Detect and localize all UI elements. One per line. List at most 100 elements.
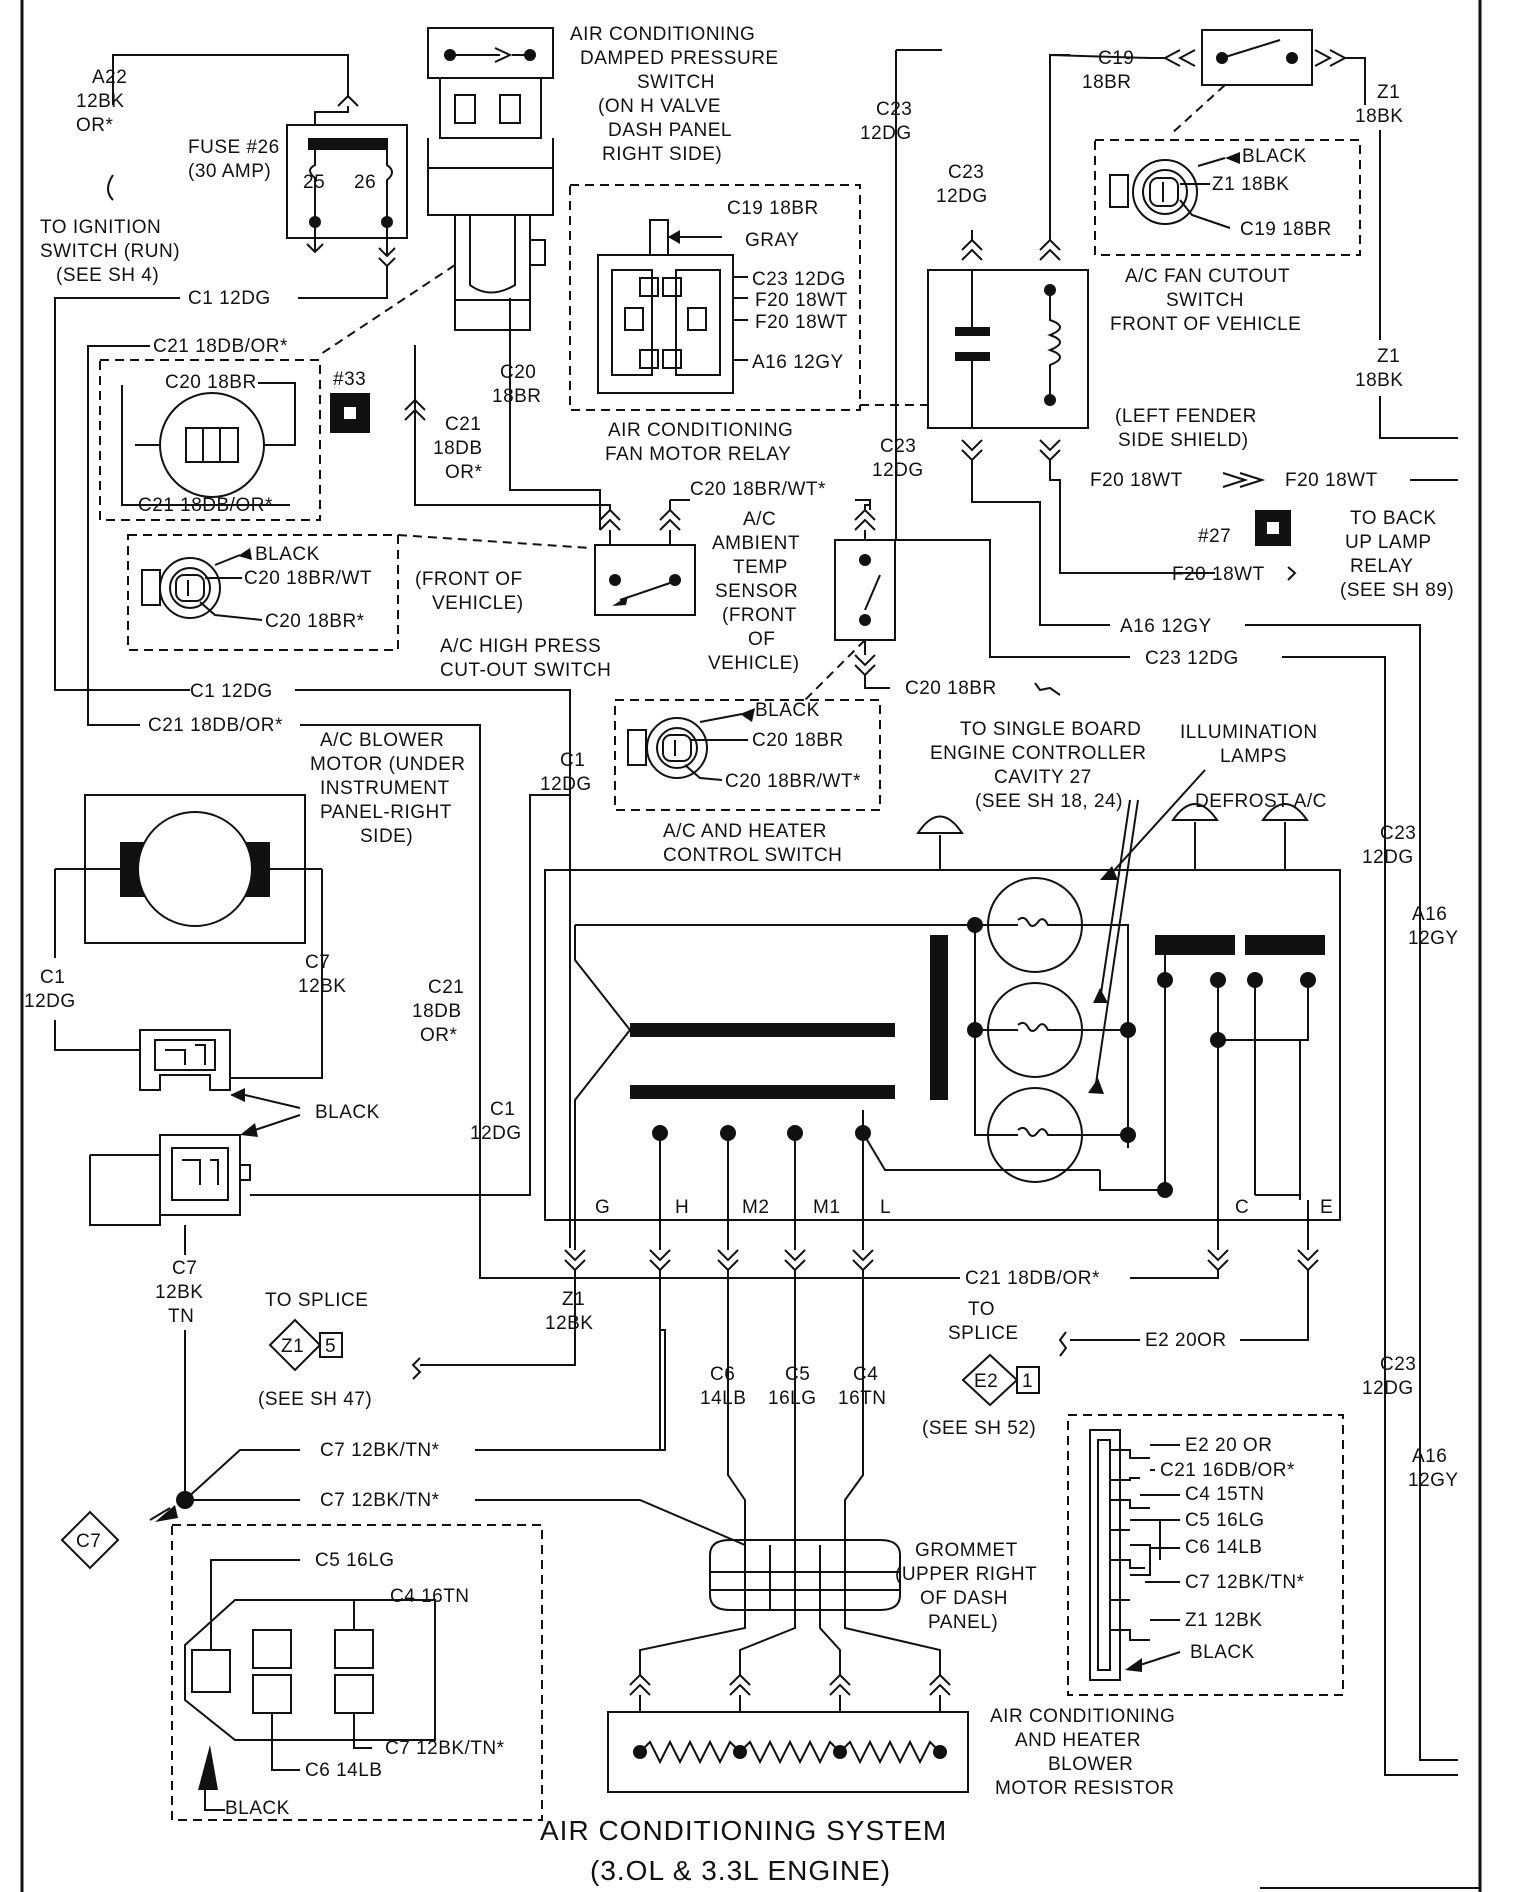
svg-text:CAVITY 27: CAVITY 27 (994, 767, 1092, 788)
wire-c23-stack-relay: C23 12DG (936, 162, 987, 207)
cutout-connector (1094, 139, 1361, 256)
splice-z1: Z1 5 (268, 1318, 343, 1372)
blower-resistor (607, 1673, 969, 1793)
svg-text:16LG: 16LG (768, 1388, 816, 1409)
svg-text:E2 20 OR: E2 20 OR (1185, 1435, 1272, 1456)
svg-text:C4: C4 (853, 1364, 878, 1385)
splice-z1-see: (SEE SH 47) (258, 1389, 372, 1410)
grommet-label: GROMMET (UPPER RIGHT OF DASH PANEL) (895, 1540, 1037, 1633)
wire-c7-tn-stack: C7 12BK TN (155, 1258, 203, 1327)
svg-text:A/C BLOWER: A/C BLOWER (320, 730, 444, 751)
svg-text:Z1: Z1 (281, 1336, 304, 1357)
svg-text:AIR CONDITIONING: AIR CONDITIONING (570, 24, 755, 45)
svg-text:H: H (675, 1197, 689, 1218)
wire-c4-stack: C4 16TN (838, 1364, 886, 1409)
svg-text:12BK: 12BK (545, 1313, 593, 1334)
svg-text:C1: C1 (560, 750, 585, 771)
svg-text:E: E (1320, 1197, 1333, 1218)
svg-text:C7 12BK/TN*: C7 12BK/TN* (385, 1738, 505, 1759)
cutout-z1: Z1 18BK (1212, 174, 1289, 195)
svg-text:VEHICLE): VEHICLE) (708, 653, 800, 674)
control-switch-connector (614, 699, 881, 811)
front-vehicle-label: (FRONT OF VEHICLE) (415, 569, 523, 614)
blower-black: BLACK (315, 1102, 380, 1123)
svg-text:M1: M1 (813, 1197, 840, 1218)
damped-switch-label: AIR CONDITIONING DAMPED PRESSURE SWITCH … (570, 24, 778, 165)
svg-text:C23: C23 (1380, 1354, 1416, 1375)
svg-text:C7: C7 (305, 952, 330, 973)
fuse-27-label: #27 (1198, 526, 1231, 547)
svg-text:C23: C23 (948, 162, 984, 183)
svg-text:A16: A16 (1412, 904, 1447, 925)
wire-a16-stack-1: A16 12GY (1408, 904, 1458, 949)
svg-text:TO: TO (968, 1299, 995, 1320)
wire-c1-top: C1 12DG (188, 288, 271, 309)
wire-c23-stack-right2: C23 12DG (1362, 1354, 1416, 1399)
svg-text:C23: C23 (1380, 823, 1416, 844)
svg-text:A/C: A/C (743, 509, 776, 530)
svg-text:OR*: OR* (420, 1025, 458, 1046)
splice-z1-to: TO SPLICE (265, 1290, 368, 1311)
blower-motor (55, 794, 322, 944)
fan-cutout-switch (1150, 29, 1366, 105)
resistor-label: AIR CONDITIONING AND HEATER BLOWER MOTOR… (990, 1706, 1175, 1799)
high-press-label: A/C HIGH PRESS CUT-OUT SWITCH (440, 636, 611, 681)
svg-text:C5 16LG: C5 16LG (315, 1550, 395, 1571)
wire-z1-stack-mid: Z1 18BK (1355, 346, 1403, 391)
svg-text:BLACK: BLACK (1190, 1642, 1255, 1663)
svg-text:18DB: 18DB (433, 438, 483, 459)
svg-text:ENGINE CONTROLLER: ENGINE CONTROLLER (930, 743, 1146, 764)
svg-text:FRONT OF VEHICLE: FRONT OF VEHICLE (1110, 314, 1301, 335)
svg-text:Z1: Z1 (562, 1289, 585, 1310)
svg-text:ILLUMINATION: ILLUMINATION (1180, 722, 1318, 743)
fuse-27-icon (1255, 510, 1291, 546)
terminal-arrows (564, 1249, 1319, 1272)
svg-text:5: 5 (325, 1336, 336, 1357)
damped-pressure-switch (427, 27, 554, 331)
blower-connector (89, 1029, 251, 1226)
svg-text:RELAY: RELAY (1350, 556, 1413, 577)
svg-text:C5 16LG: C5 16LG (1185, 1510, 1265, 1531)
wire-e2: E2 20OR (1145, 1330, 1227, 1351)
blower-motor-label: A/C BLOWER MOTOR (UNDER INSTRUMENT PANEL… (310, 730, 465, 847)
svg-text:12BK: 12BK (76, 91, 124, 112)
svg-text:OR*: OR* (76, 115, 114, 136)
relay-pin-labels: C19 18BR GRAY C23 12DG F20 18WT F20 18WT… (727, 198, 848, 373)
svg-text:FAN MOTOR RELAY: FAN MOTOR RELAY (605, 444, 791, 465)
blower-motor-connector (171, 1524, 543, 1821)
svg-text:SPLICE: SPLICE (948, 1323, 1019, 1344)
illum-label: ILLUMINATION LAMPS (1180, 722, 1318, 767)
fuse-pin-26: 26 (354, 172, 376, 193)
svg-text:18BK: 18BK (1355, 106, 1403, 127)
svg-text:C6 14LB: C6 14LB (305, 1760, 382, 1781)
svg-text:RIGHT SIDE): RIGHT SIDE) (602, 144, 722, 165)
svg-text:L: L (880, 1197, 891, 1218)
title-line-1: AIR CONDITIONING SYSTEM (540, 1815, 947, 1846)
sbec-label: TO SINGLE BOARD ENGINE CONTROLLER CAVITY… (930, 719, 1146, 812)
svg-text:C23: C23 (880, 436, 916, 457)
cutout-c19: C19 18BR (1240, 219, 1332, 240)
blower-connector-pins: C5 16LG C4 16TN C7 12BK/TN* C6 14LB BLAC… (225, 1550, 505, 1819)
wire-a22: A22 12BK OR* (76, 67, 127, 136)
wire-f20-c: F20 18WT (1172, 564, 1265, 585)
ctrl-c20-brwt: C20 18BR/WT* (725, 771, 861, 792)
cutout-black: BLACK (1242, 146, 1307, 167)
clutch-relay (927, 238, 1089, 462)
wire-c21-mid: C21 18DB/OR* (148, 715, 283, 736)
svg-text:(SEE SH 4): (SEE SH 4) (56, 265, 159, 286)
wire-f20-a: F20 18WT (1090, 470, 1183, 491)
svg-text:BLOWER: BLOWER (1048, 1754, 1133, 1775)
fuse-26: 25 26 FUSE #26 (30 AMP) (188, 124, 408, 268)
high-press-switch (594, 500, 696, 616)
svg-text:Z1 12BK: Z1 12BK (1185, 1610, 1262, 1631)
fan-cutout-label: A/C FAN CUTOUT SWITCH FRONT OF VEHICLE (1110, 266, 1301, 335)
backup-relay-label: TO BACK UP LAMP RELAY (SEE SH 89) (1340, 508, 1454, 601)
svg-text:E2: E2 (974, 1371, 998, 1392)
ambient-label: A/C AMBIENT TEMP SENSOR (FRONT OF VEHICL… (708, 509, 800, 674)
wire-z1-12-stack: Z1 12BK (545, 1289, 593, 1334)
svg-text:SENSOR: SENSOR (715, 581, 798, 602)
svg-text:A/C HIGH PRESS: A/C HIGH PRESS (440, 636, 601, 657)
splice-e2-to: TO SPLICE (948, 1299, 1019, 1344)
svg-text:F20 18WT: F20 18WT (755, 312, 848, 333)
